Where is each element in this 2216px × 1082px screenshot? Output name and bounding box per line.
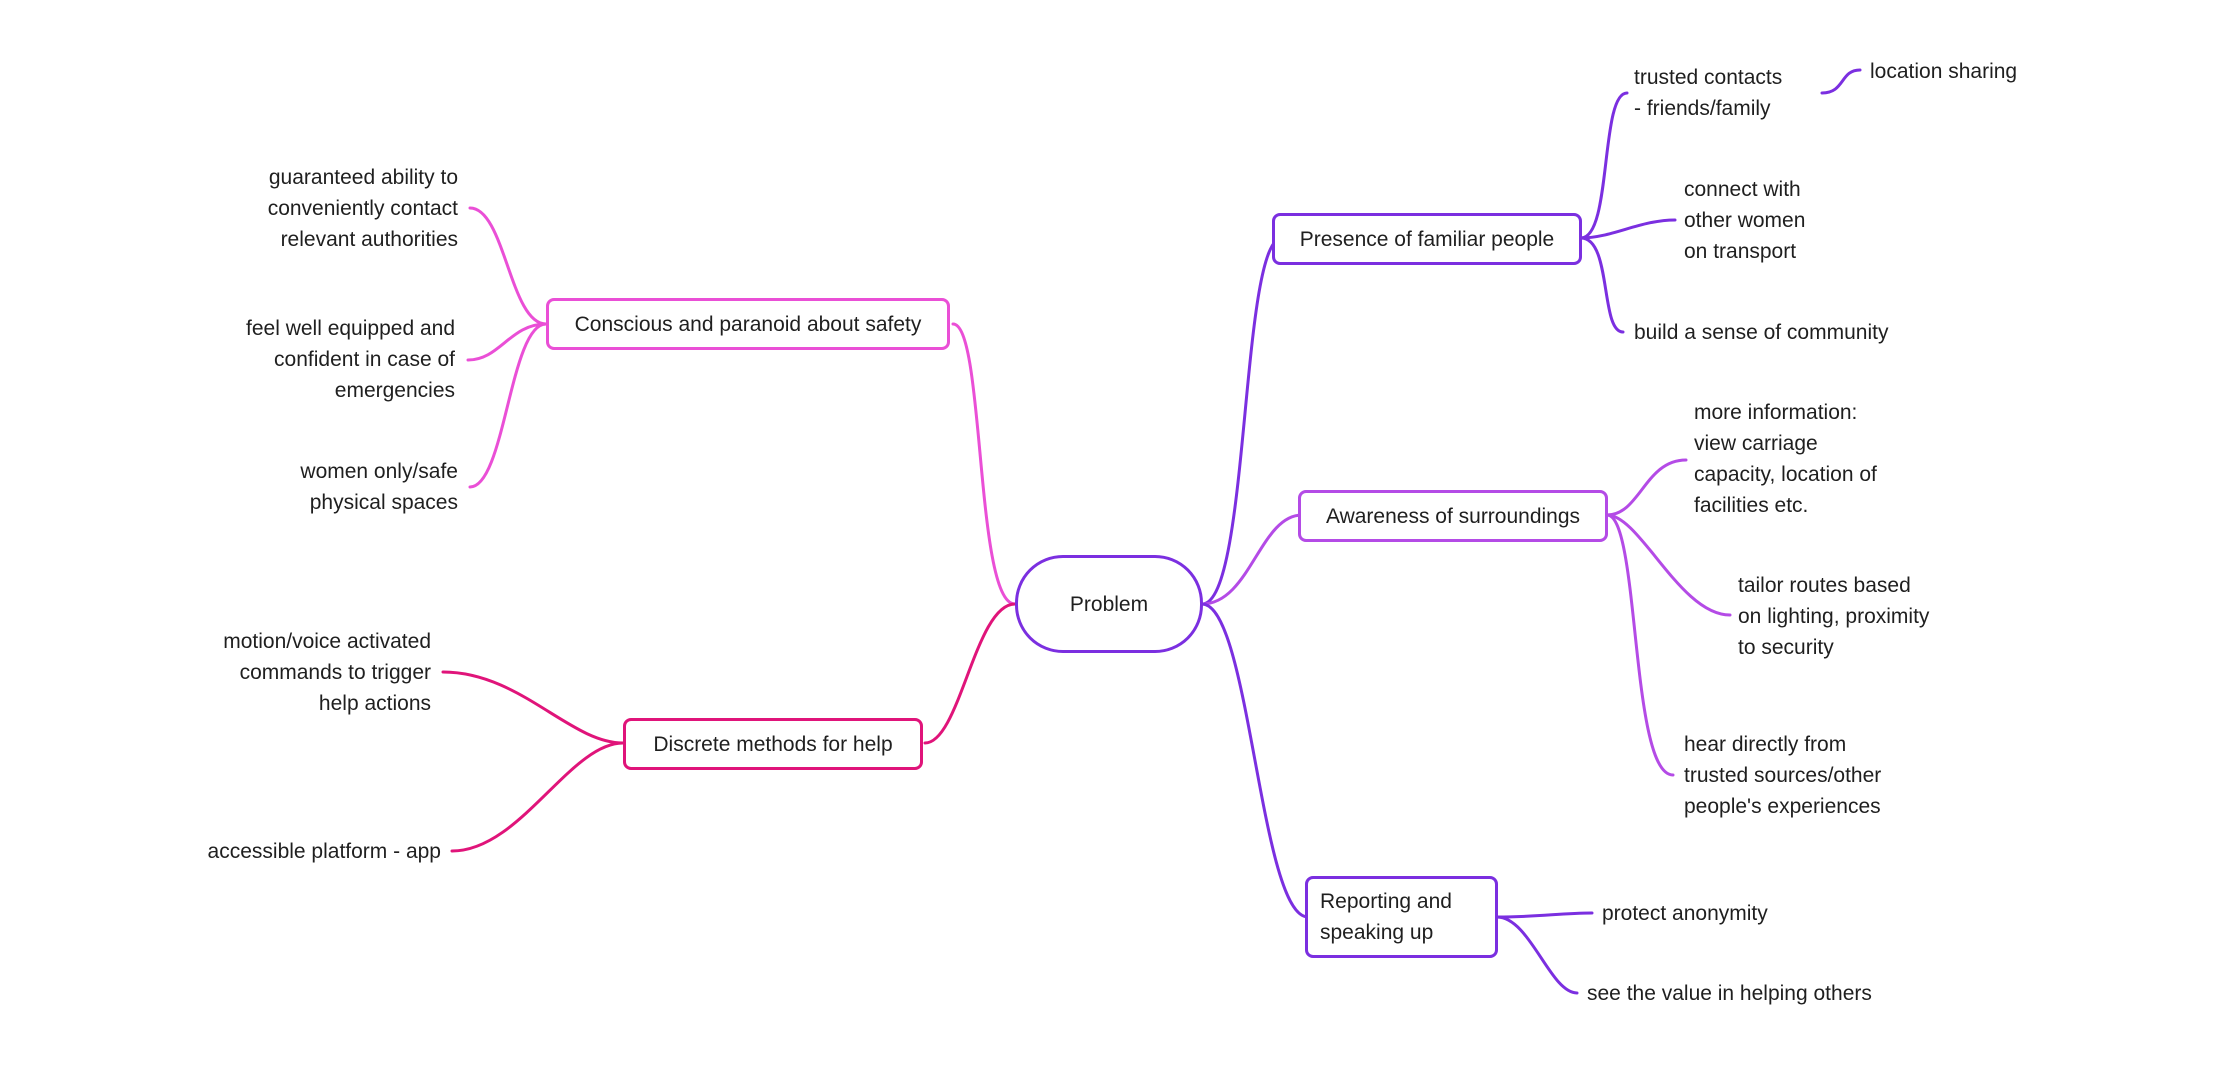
- leaf-accessible-platform[interactable]: accessible platform - app: [207, 840, 441, 863]
- connector-reporting-anonymity: [1495, 911, 1594, 919]
- leaf-trusted-contacts[interactable]: trusted contacts - friends/family: [1634, 66, 1783, 120]
- branch-node-label: Reporting and speaking up: [1320, 890, 1452, 944]
- branch-node-label: Presence of familiar people: [1299, 227, 1555, 251]
- leaf-build-community[interactable]: build a sense of community: [1634, 321, 1889, 344]
- branch-node-presence[interactable]: Presence of familiar people: [1272, 213, 1582, 265]
- connector-awareness-info: [1605, 458, 1688, 517]
- connector-root-discrete: [923, 602, 1017, 745]
- leaf-connect-women[interactable]: connect with other women on transport: [1684, 178, 1806, 263]
- connector-conscious-equipped: [466, 322, 548, 362]
- leaf-motion-voice[interactable]: motion/voice activated commands to trigg…: [223, 630, 431, 715]
- connector-conscious-authorities: [468, 206, 548, 326]
- leaf-more-information[interactable]: more information: view carriage capacity…: [1694, 401, 1877, 517]
- leaf-see-value[interactable]: see the value in helping others: [1587, 982, 1872, 1005]
- connector-presence-trusted: [1579, 91, 1629, 240]
- leaf-feel-well-equipped[interactable]: feel well equipped and confident in case…: [246, 317, 455, 402]
- connector-root-awareness: [1200, 513, 1304, 606]
- connector-root-presence: [1200, 236, 1284, 606]
- connector-discrete-platform: [450, 741, 625, 853]
- connector-presence-connect: [1579, 218, 1677, 240]
- connector-trusted-location: [1820, 68, 1862, 95]
- branch-node-conscious[interactable]: Conscious and paranoid about safety: [546, 298, 950, 350]
- leaf-guaranteed-ability[interactable]: guaranteed ability to conveniently conta…: [267, 166, 458, 251]
- leaf-women-only-spaces[interactable]: women only/safe physical spaces: [300, 460, 458, 514]
- branch-node-label: Discrete methods for help: [653, 732, 893, 756]
- branch-node-discrete[interactable]: Discrete methods for help: [623, 718, 923, 770]
- connector-reporting-value: [1495, 915, 1579, 995]
- connector-presence-community: [1579, 236, 1625, 334]
- leaf-location-sharing[interactable]: location sharing: [1870, 60, 2018, 83]
- leaf-tailor-routes[interactable]: tailor routes based on lighting, proximi…: [1738, 574, 1930, 659]
- connector-conscious-spaces: [468, 322, 548, 489]
- connector-root-reporting: [1200, 602, 1310, 919]
- branch-node-label: Conscious and paranoid about safety: [574, 312, 922, 336]
- root-node-label: Problem: [1069, 592, 1149, 616]
- branch-node-awareness[interactable]: Awareness of surroundings: [1298, 490, 1608, 542]
- root-node-problem[interactable]: Problem: [1015, 555, 1203, 653]
- connector-awareness-hear: [1605, 513, 1675, 777]
- branch-node-label: Awareness of surroundings: [1325, 504, 1581, 528]
- branch-node-reporting[interactable]: Reporting and speaking up: [1305, 876, 1498, 958]
- connector-root-conscious: [951, 322, 1017, 606]
- connector-discrete-motion: [441, 670, 625, 745]
- leaf-hear-directly[interactable]: hear directly from trusted sources/other…: [1684, 733, 1882, 818]
- leaf-protect-anonymity[interactable]: protect anonymity: [1602, 902, 1768, 925]
- connector-awareness-routes: [1605, 513, 1732, 617]
